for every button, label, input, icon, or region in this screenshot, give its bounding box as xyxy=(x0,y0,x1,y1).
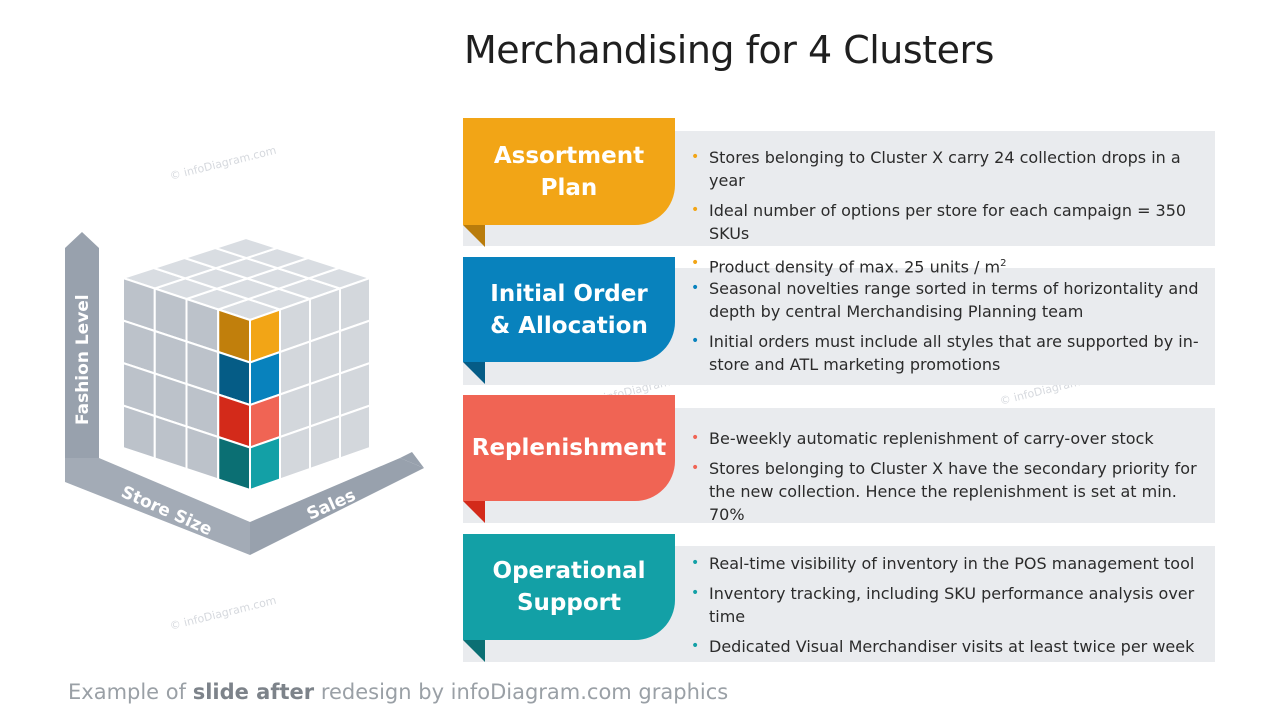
footer-caption: Example of slide after redesign by infoD… xyxy=(68,680,728,704)
bullet-dot: • xyxy=(691,585,700,601)
fashion-axis-arrow xyxy=(65,232,99,458)
footer-suffix: redesign by infoDiagram.com graphics xyxy=(314,680,729,704)
bullet-list: •Be-weekly automatic replenishment of ca… xyxy=(689,427,1203,533)
slide-title: Merchandising for 4 Clusters xyxy=(464,28,994,72)
bullet-dot: • xyxy=(691,255,700,271)
cube-highlight-cell xyxy=(217,435,251,492)
cube-diagram: Fashion Level Store Size Sales xyxy=(40,220,460,580)
row-label: Operational Support xyxy=(463,534,675,640)
cube-right-cell xyxy=(279,425,311,481)
fashion-level-label: Fashion Level xyxy=(73,294,93,425)
bullet-item: •Stores belonging to Cluster X carry 24 … xyxy=(691,148,1181,190)
bullet-item: •Be-weekly automatic replenishment of ca… xyxy=(691,429,1154,448)
bullet-item: •Real-time visibility of inventory in th… xyxy=(691,554,1195,573)
bullet-list: •Real-time visibility of inventory in th… xyxy=(689,552,1203,665)
bullet-item: •Seasonal novelties range sorted in term… xyxy=(691,279,1199,321)
row-label: Replenishment xyxy=(463,395,675,501)
label-fold xyxy=(463,501,485,523)
cube-left-cell xyxy=(122,404,156,460)
bullet-item: •Product density of max. 25 units / m2 xyxy=(689,252,1203,278)
cube xyxy=(119,236,374,492)
bullet-item: •Initial orders must include all styles … xyxy=(691,332,1199,374)
bullet-list: •Seasonal novelties range sorted in term… xyxy=(689,277,1203,383)
store-size-axis xyxy=(65,458,250,555)
superscript: 2 xyxy=(1000,258,1007,269)
row-assortment-plan: Assortment Plan •Stores belonging to Clu… xyxy=(463,118,1215,276)
watermark: © infoDiagram.com xyxy=(168,593,278,633)
cube-left-cell xyxy=(185,425,220,481)
bullet-list: •Stores belonging to Cluster X carry 24 … xyxy=(689,146,1203,285)
sales-axis-arrow xyxy=(250,458,424,555)
row-operational-support: Operational Support •Real-time visibilit… xyxy=(463,534,1215,664)
bullet-item: •Ideal number of options per store for e… xyxy=(691,201,1187,243)
row-replenishment: Replenishment •Be-weekly automatic reple… xyxy=(463,395,1215,525)
bullet-dot: • xyxy=(691,333,700,349)
bullet-item: •Inventory tracking, including SKU perfo… xyxy=(691,584,1195,626)
bullet-dot: • xyxy=(691,202,700,218)
bullet-dot: • xyxy=(691,430,700,446)
bullet-dot: • xyxy=(691,149,700,165)
footer-prefix: Example of xyxy=(68,680,193,704)
label-fold xyxy=(463,225,485,247)
cube-highlight-cell xyxy=(249,435,281,492)
label-fold xyxy=(463,640,485,662)
bullet-item: •Stores belonging to Cluster X have the … xyxy=(691,459,1197,524)
row-label: Initial Order & Allocation xyxy=(463,257,675,362)
bullet-item: •Dedicated Visual Merchandiser visits at… xyxy=(691,637,1195,656)
cube-right-cell xyxy=(339,404,371,460)
bullet-dot: • xyxy=(691,638,700,654)
cube-right-cell xyxy=(309,414,341,471)
row-label: Assortment Plan xyxy=(463,118,675,225)
bullet-dot: • xyxy=(691,555,700,571)
watermark: © infoDiagram.com xyxy=(168,143,278,183)
cube-left-cell xyxy=(153,414,188,471)
row-initial-order: Initial Order & Allocation •Seasonal nov… xyxy=(463,257,1215,387)
bullet-dot: • xyxy=(691,460,700,476)
bullet-dot: • xyxy=(691,280,700,296)
cube-top-cell xyxy=(212,236,281,260)
label-fold xyxy=(463,362,485,384)
cube-svg: Fashion Level Store Size Sales xyxy=(65,232,424,555)
footer-bold: slide after xyxy=(192,680,315,704)
